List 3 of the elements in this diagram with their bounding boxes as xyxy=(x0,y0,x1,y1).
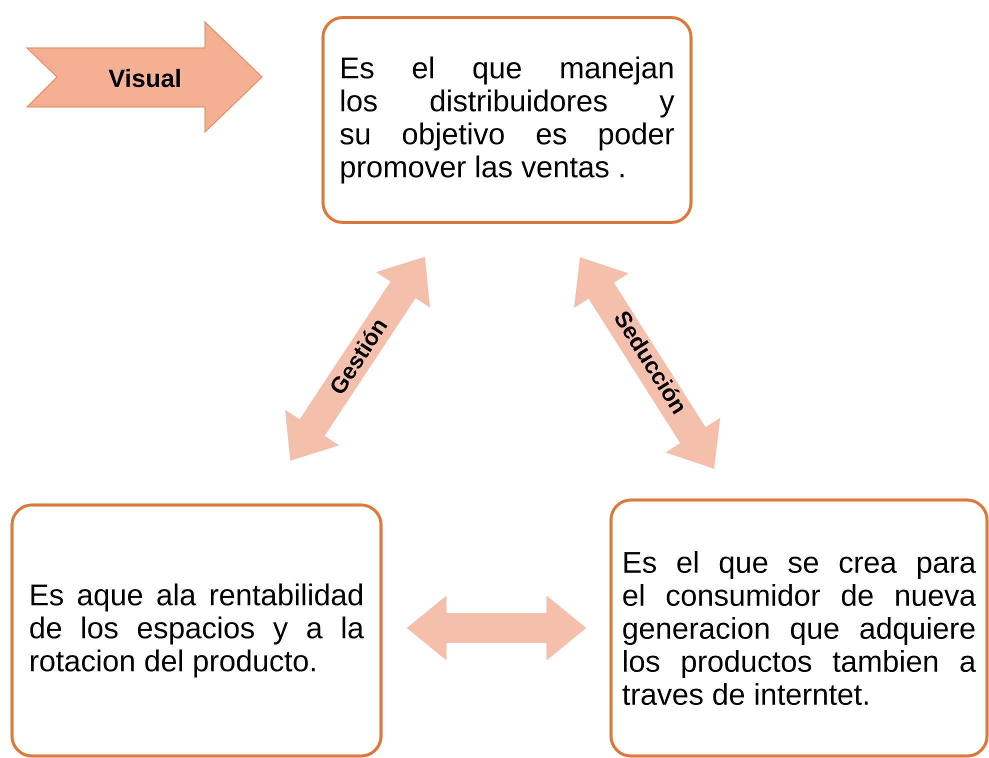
text-box: Es el que se crea para el consumidor de nueva generacion que adquiere los productos tambien a traves de interntet. xyxy=(610,498,988,758)
text-box: Es el que manejan los distribuidores y su objetivo es poder promover las ventas . xyxy=(322,16,692,224)
text-box: Es aque ala rentabilidad de los espacios y a la rotacion del producto. xyxy=(10,504,382,758)
